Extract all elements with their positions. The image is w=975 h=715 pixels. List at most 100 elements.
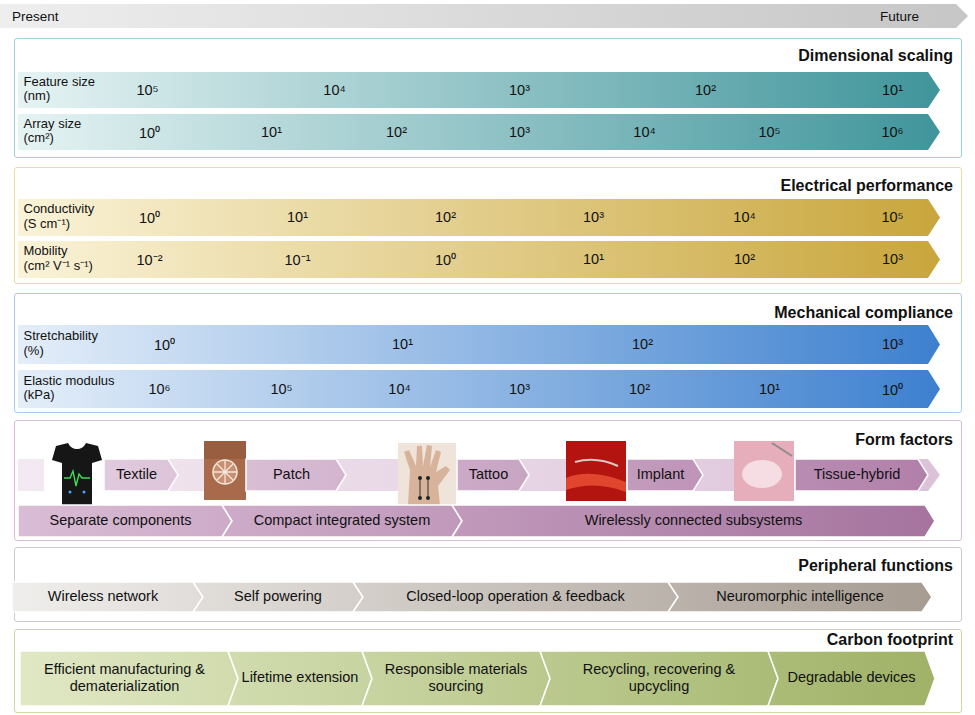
form-factor-band — [18, 459, 940, 491]
row-label-line: (kPa) — [24, 389, 115, 404]
chevron-text-box: Wirelessly connected subsystems — [466, 505, 922, 537]
scale-value: 10⁰ — [139, 207, 160, 227]
chevron-text-box: Responsible materials sourcing — [376, 651, 537, 706]
scale-value: 10⁵ — [136, 82, 158, 98]
row-label-line: Feature size — [24, 75, 96, 90]
stage-chevron: Tissue-hybrid — [795, 459, 928, 491]
stage-chevron: Degradable devices — [768, 651, 935, 706]
chevron-text-box: Closed-loop operation & feedback — [367, 582, 665, 612]
tattoo-electrode — [418, 476, 422, 480]
scale-value: 10⁴ — [388, 381, 410, 397]
chevron-text-box: Degradable devices — [782, 651, 922, 706]
scale-value: 10⁻² — [137, 249, 163, 269]
scale-value: 10¹ — [287, 209, 308, 225]
row-label-line: (cm² V⁻¹ s⁻¹) — [24, 259, 93, 274]
scale-value: 10¹ — [882, 82, 903, 98]
panel-title: Form factors — [855, 431, 953, 449]
stage-label: Lifetime extension — [242, 669, 359, 686]
scale-bar: Feature size (nm)10⁵10⁴10³10²10¹ — [18, 72, 940, 108]
tattoo-electrode — [426, 496, 430, 500]
stage-label: Tattoo — [469, 466, 509, 483]
chevron-text-box: Compact integrated system — [236, 505, 449, 537]
shape-fill — [104, 459, 178, 491]
stage-label: Self powering — [234, 588, 322, 605]
chevron-text-box: Wireless network — [17, 582, 190, 612]
stage-label: Degradable devices — [787, 669, 915, 686]
scale-value: 10¹ — [261, 124, 282, 140]
stage-label: Efficient manufacturing & dematerializat… — [25, 661, 225, 696]
implant-photo — [566, 441, 626, 501]
panel-title: Peripheral functions — [798, 557, 953, 575]
shape-fill — [20, 651, 238, 706]
row-label: Mobility (cm² V⁻¹ s⁻¹) — [24, 244, 93, 274]
scale-value: 10⁴ — [323, 82, 345, 98]
shape-fill — [0, 4, 968, 28]
scale-value: 10⁴ — [733, 209, 755, 225]
shape-fill — [18, 325, 940, 364]
tattoo-electrode — [426, 476, 430, 480]
timeline-arrow: PresentFuture — [0, 4, 968, 28]
chevron-text-box: Textile — [109, 459, 165, 491]
shape-fill — [18, 72, 940, 108]
stage-chevron: Wireless network — [12, 582, 203, 612]
section-panel: Dimensional scalingFeature size (nm)10⁵1… — [14, 38, 962, 158]
scale-value: 10² — [386, 124, 407, 140]
stage-label: Responsible materials sourcing — [376, 661, 537, 696]
scale-value: 10² — [435, 209, 456, 225]
row-label: Stretchability (%) — [24, 329, 98, 359]
scale-value: 10¹ — [759, 381, 780, 397]
shape-fill — [193, 582, 363, 612]
row-label: Conductivity (S cm⁻¹) — [24, 202, 95, 232]
panel-title: Electrical performance — [780, 177, 953, 195]
row-label-line: (cm²) — [24, 132, 82, 147]
hand-shape — [404, 445, 450, 505]
scale-value: 10² — [695, 82, 716, 98]
scale-value: 10⁰ — [154, 334, 175, 354]
chevron-text-box: Tissue-hybrid — [800, 459, 915, 491]
row-label-line: Mobility — [24, 244, 93, 259]
row-label: Array size (cm²) — [24, 117, 82, 147]
stage-chevron: Implant — [627, 459, 703, 491]
stage-label: Textile — [116, 466, 157, 483]
stage-chevron: Separate components — [18, 505, 232, 537]
scale-value: 10⁰ — [882, 379, 903, 399]
stage-chevron: Wirelessly connected subsystems — [452, 505, 935, 537]
stage-label: Compact integrated system — [254, 512, 431, 529]
skin-shade — [204, 441, 246, 459]
chevron-text-box: Patch — [251, 459, 333, 491]
scale-bar: Conductivity (S cm⁻¹)10⁰10¹10²10³10⁴10⁵ — [18, 199, 940, 236]
shape-fill — [18, 199, 940, 236]
chevron-text-box: Neuromorphic intelligence — [682, 582, 919, 612]
chevron-text-box: Tattoo — [462, 459, 516, 491]
scale-value: 10⁵ — [270, 381, 292, 397]
patch-disc — [213, 460, 237, 484]
stage-chevron: Patch — [246, 459, 346, 491]
scale-value: 10³ — [509, 381, 530, 397]
scale-value: 10⁻¹ — [285, 249, 311, 269]
shape-fill — [353, 582, 678, 612]
row-label-line: (nm) — [24, 90, 96, 105]
stage-label: Patch — [273, 466, 310, 483]
row-label-line: (S cm⁻¹) — [24, 217, 95, 232]
scale-value: 10³ — [583, 209, 604, 225]
tattoo-electrode — [418, 496, 422, 500]
skin-ground — [204, 441, 246, 500]
row-label-line: Array size — [24, 117, 82, 132]
stage-label: Implant — [637, 466, 685, 483]
sensor-dot — [69, 491, 72, 494]
scale-value: 10² — [629, 381, 650, 397]
forceps — [772, 443, 792, 456]
shape-fill — [795, 459, 928, 491]
row-label-line: Stretchability — [24, 329, 98, 344]
tissue-highlight — [566, 474, 626, 492]
shape-fill — [18, 370, 940, 408]
chevron-text-box: Separate components — [23, 505, 219, 537]
tissue-sample — [742, 460, 782, 488]
stage-label: Neuromorphic intelligence — [716, 588, 884, 605]
scale-bar: Array size (cm²)10⁰10¹10²10³10⁴10⁵10⁶ — [18, 114, 940, 150]
chevron-text-box: Implant — [632, 459, 690, 491]
stage-chevron: Responsible materials sourcing — [362, 651, 550, 706]
row-label: Elastic modulus (kPa) — [24, 374, 115, 404]
row-label: Feature size (nm) — [24, 75, 96, 105]
